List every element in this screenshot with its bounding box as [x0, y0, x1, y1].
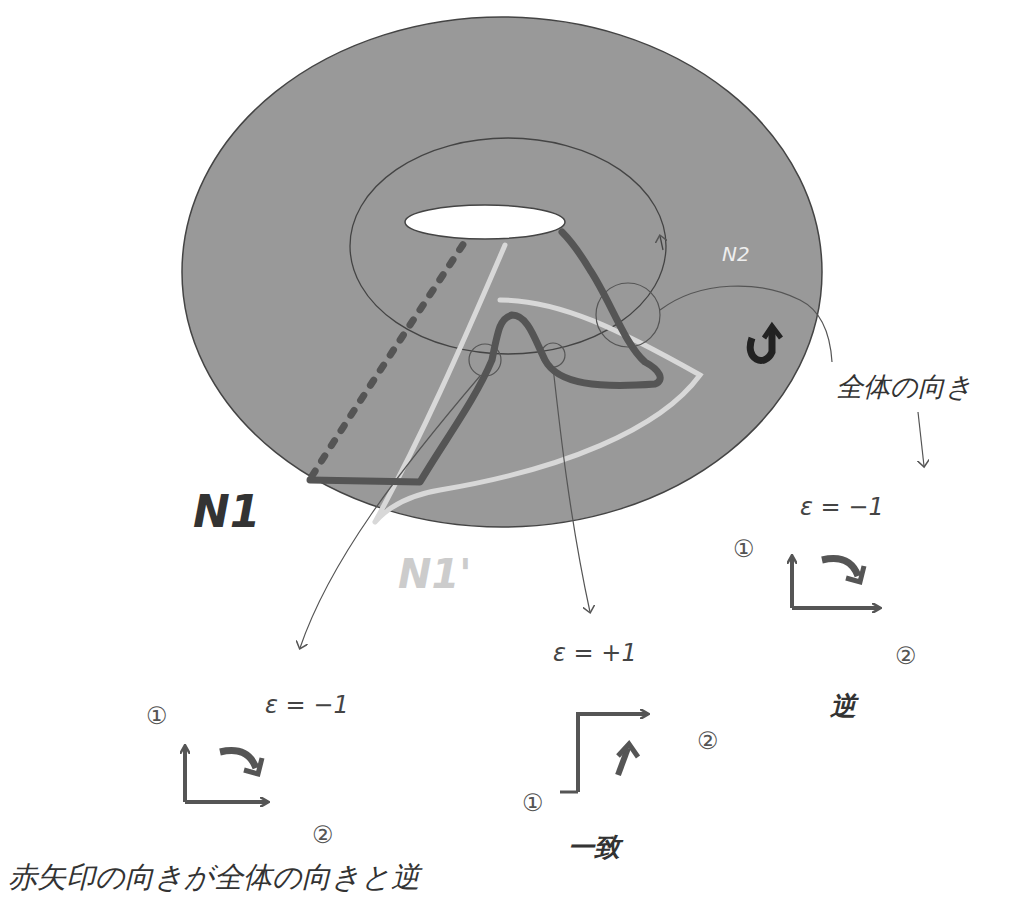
callout-number: ②	[697, 728, 719, 754]
n1-hidden	[312, 240, 466, 476]
n1-curve	[310, 232, 660, 482]
callout-number: ②	[895, 643, 917, 669]
leader-line	[918, 412, 924, 466]
axis-arrow	[185, 800, 268, 804]
callout-number: ①	[733, 536, 755, 562]
axis-arrow	[790, 556, 794, 608]
turn-arrow	[220, 751, 256, 768]
curve-name: N2	[722, 243, 750, 265]
leader-line	[300, 376, 480, 648]
callout-number: ①	[146, 703, 168, 729]
axis-arrow	[792, 606, 880, 610]
curve-name: N1'	[398, 552, 472, 596]
curve-name: N1	[193, 488, 260, 536]
turn-arrow	[244, 758, 262, 774]
crossing-circle	[541, 343, 565, 367]
axis-arrow	[578, 714, 648, 792]
note-label: 全体の向き	[836, 372, 973, 402]
axis-arrow	[183, 746, 187, 802]
sign-label: ε = −1	[265, 692, 349, 718]
callout-number: ①	[522, 790, 544, 816]
torus-body	[182, 17, 822, 527]
sign-label: ε = +1	[553, 640, 637, 666]
turn-arrow	[846, 566, 864, 582]
note-label: 逆	[830, 692, 856, 721]
turn-arrow	[618, 744, 638, 757]
crossing-circle	[469, 344, 501, 376]
sign-label: ε = −1	[800, 494, 884, 520]
turn-arrow	[822, 559, 858, 576]
note-label: 一致	[568, 833, 620, 862]
leader-line	[660, 286, 832, 362]
n2-arrow	[660, 236, 663, 250]
orientation-symbol	[764, 326, 781, 338]
axis-arrow	[560, 791, 578, 794]
leader-line	[553, 367, 590, 612]
callout-number: ②	[312, 822, 334, 848]
torus-hole	[405, 205, 565, 239]
note-label: 赤矢印の向きが全体の向きと逆	[8, 862, 420, 894]
crossing-circle	[596, 283, 660, 347]
